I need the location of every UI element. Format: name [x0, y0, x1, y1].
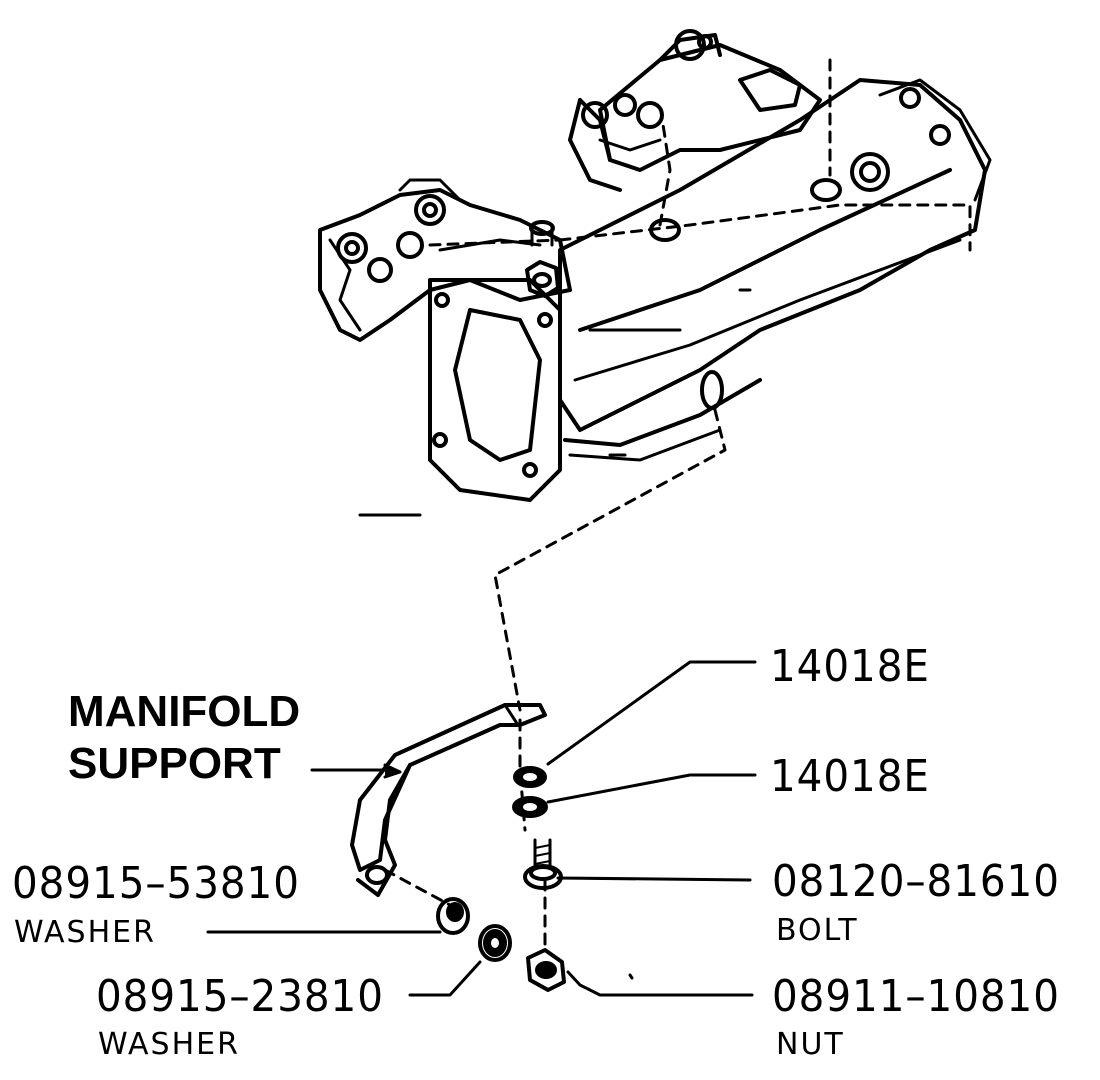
bolt-part-number: 08120–81610	[772, 856, 1060, 907]
title-line-2: SUPPORT	[68, 739, 281, 788]
gasket-top-part-number: 14018E	[770, 641, 930, 692]
manifold-support-bracket	[350, 703, 547, 897]
bolt-part-name: BOLT	[776, 913, 859, 948]
leader-lines	[206, 660, 757, 997]
washer-b-part-name: WASHER	[98, 1027, 240, 1062]
washer-a-part-name: WASHER	[14, 915, 156, 950]
intake-manifold	[318, 29, 992, 517]
fasteners	[436, 766, 566, 992]
nut-part-number: 08911–10810	[772, 971, 1060, 1022]
gasket-bottom-part-number: 14018E	[770, 751, 930, 802]
washer-a-part-number: 08915–53810	[12, 858, 300, 909]
assembly-dashed-lines	[383, 58, 972, 980]
nut-part-name: NUT	[776, 1027, 845, 1062]
manifold-support-title: MANIFOLD SUPPORT	[68, 686, 300, 790]
title-line-1: MANIFOLD	[68, 687, 301, 736]
washer-b-part-number: 08915–23810	[96, 971, 384, 1022]
